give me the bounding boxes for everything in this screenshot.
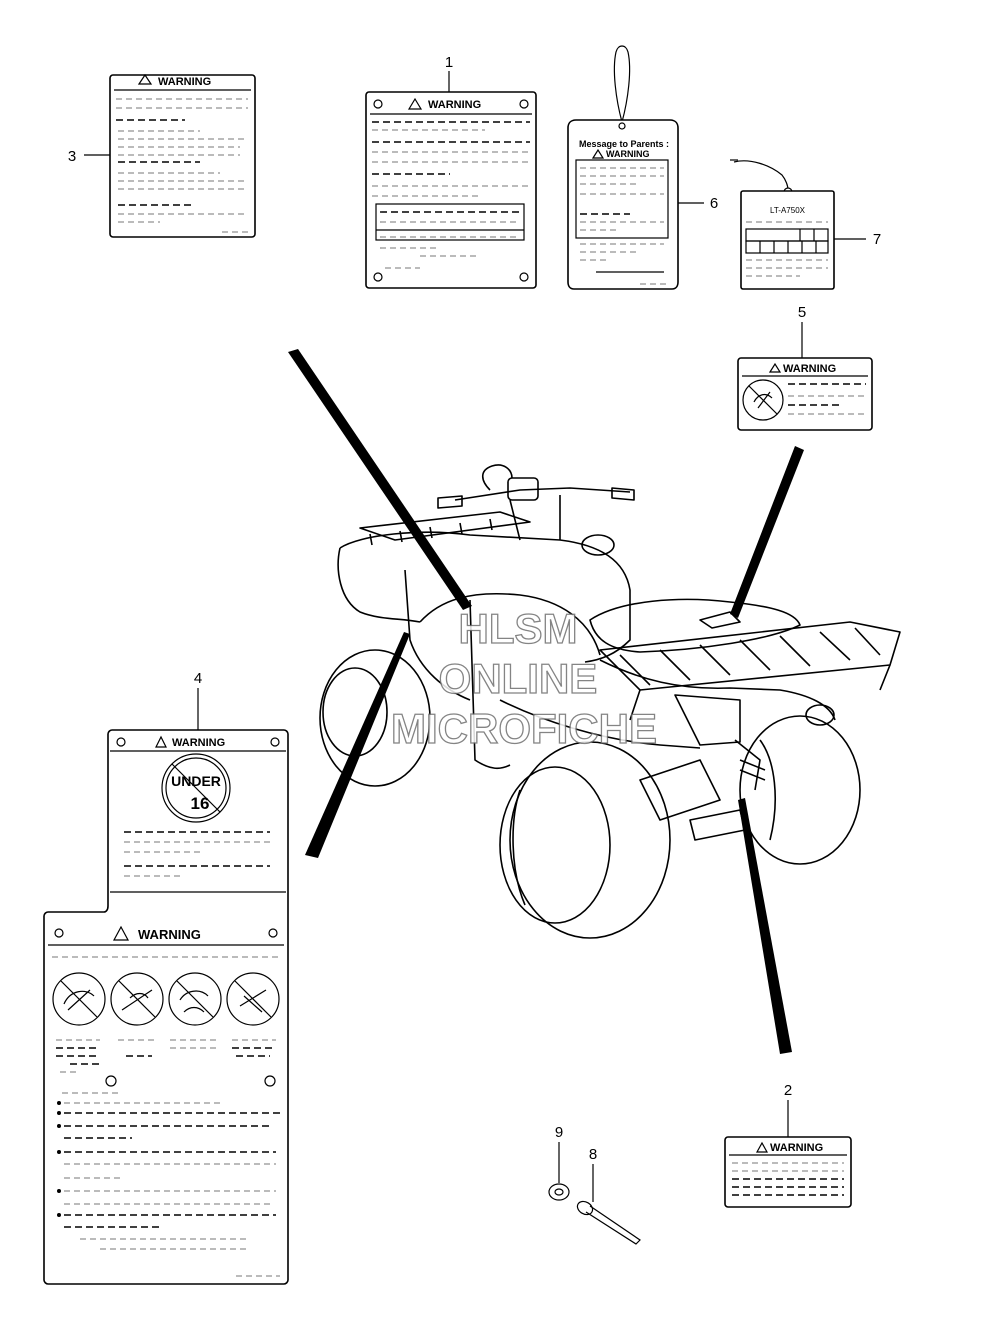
watermark-line-2: ONLINE [439, 655, 598, 702]
callout-leaders [84, 71, 866, 1202]
warning-heading: WARNING [172, 737, 225, 749]
callout-9: 9 [555, 1124, 563, 1141]
leader-bars [288, 349, 804, 1054]
callout-8: 8 [589, 1146, 597, 1163]
callout-6: 6 [710, 195, 718, 212]
atv-illustration [319, 464, 901, 939]
label-5: WARNING [737, 357, 873, 431]
under-age-text: 16 [191, 794, 210, 813]
label-6: Message to Parents : WARNING [567, 45, 679, 290]
label-3: WARNING [109, 73, 256, 238]
callout-5: 5 [798, 304, 806, 321]
label-1: WARNING [365, 91, 537, 289]
watermark: HLSM ONLINE MICROFICHE [390, 604, 657, 752]
parents-title: Message to Parents : [579, 139, 669, 149]
warning-heading: WARNING [138, 927, 201, 942]
warning-heading: WARNING [428, 99, 481, 111]
model-code: LT-A750X [770, 206, 806, 215]
callout-7: 7 [873, 231, 881, 248]
warning-heading: WARNING [606, 149, 650, 159]
warning-heading: WARNING [770, 1142, 823, 1154]
watermark-line-3: MICROFICHE [391, 705, 657, 752]
label-4: WARNING UNDER 16 WARNING [43, 729, 289, 1285]
callout-1: 1 [445, 54, 453, 71]
callout-3: 3 [68, 148, 76, 165]
callout-4: 4 [194, 670, 202, 687]
callout-2: 2 [784, 1082, 792, 1099]
callout-numbers: 1 2 3 4 5 6 7 8 9 [68, 54, 881, 1163]
label-7: LT-A750X [730, 159, 835, 290]
washer-9 [548, 1183, 570, 1201]
under-text: UNDER [171, 773, 221, 789]
warning-heading: WARNING [158, 76, 211, 88]
label-2: WARNING [724, 1136, 852, 1208]
rivet-8 [576, 1200, 641, 1245]
watermark-line-1: HLSM [459, 605, 578, 652]
warning-heading: WARNING [783, 363, 836, 375]
